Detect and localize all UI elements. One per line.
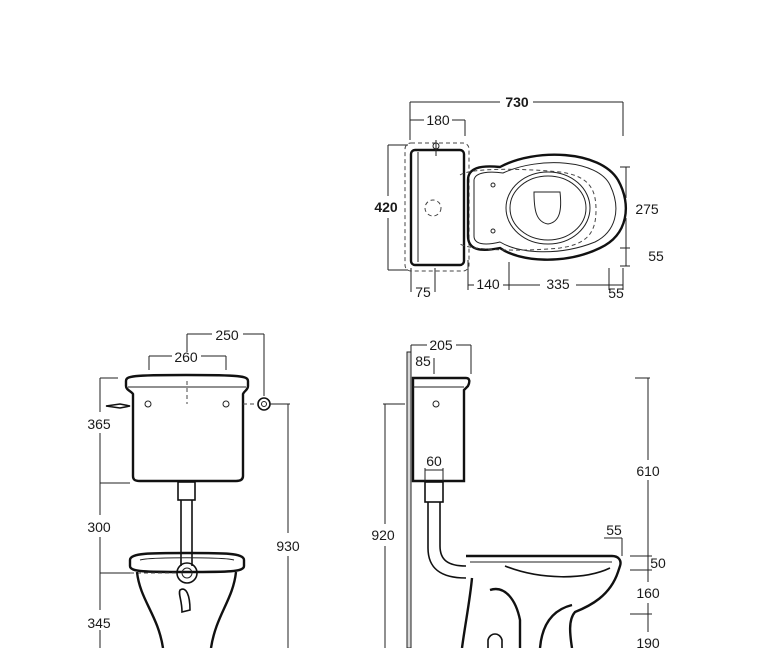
dim-total-height: 930: [276, 538, 300, 554]
dim-rear-fix: 55: [608, 285, 624, 301]
dim-tank-hole-offset: 180: [426, 112, 450, 128]
dim-outlet-offset: 250: [215, 327, 239, 343]
top-view: 730 180 420 75 140: [374, 94, 664, 301]
dim-overall-length: 730: [505, 94, 529, 110]
dim-width: 420: [374, 199, 398, 215]
dim-tank-depth: 75: [415, 284, 431, 300]
dim-rim-thickness: 55: [606, 522, 622, 538]
side-view: 205 85 60 55 920: [371, 337, 666, 648]
dim-seat-offset: 55: [648, 248, 664, 264]
dim-bowl-gap: 140: [476, 276, 500, 292]
dim-rim-step: 50: [650, 555, 666, 571]
dim-wall-gap: 85: [415, 353, 431, 369]
dim-tank-height: 365: [87, 416, 111, 432]
dim-bowl-center: 335: [546, 276, 570, 292]
front-view: 250 260: [87, 327, 300, 648]
dim-pipe-diameter: 60: [426, 453, 442, 469]
wall: [406, 351, 412, 648]
dim-top-to-rim: 610: [636, 463, 660, 479]
dim-rim-to-outlet: 160: [636, 585, 660, 601]
dim-bowl-height: 345: [87, 615, 111, 631]
dim-side-total-height: 920: [371, 527, 395, 543]
dim-tank-width: 260: [174, 349, 198, 365]
dim-side-tank-depth: 205: [429, 337, 453, 353]
dim-seat-span: 275: [635, 201, 659, 217]
dim-pipe-length: 300: [87, 519, 111, 535]
dim-outlet-height: 190: [636, 635, 660, 648]
